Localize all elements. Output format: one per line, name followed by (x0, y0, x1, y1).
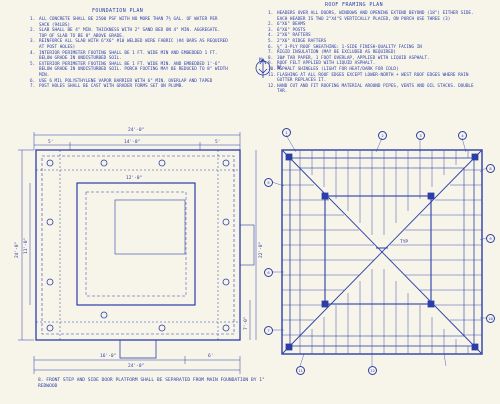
dim-left-overall: 24'-0" (15, 241, 20, 258)
note-text: ⅝" 3-PLY ROOF SHEATHING: 1-SIDE FINISH-Q… (277, 44, 422, 50)
note-text: SLAB SHALL BE 4" MIN. THICKNESS WITH 2" … (39, 28, 221, 39)
callout-bubble: 2 (378, 131, 387, 140)
roof-framing-plan (271, 134, 487, 367)
note-text: ALL CONCRETE SHALL BE 2500 PSF WITH NO M… (39, 17, 218, 28)
callout-bubble: 8 (486, 164, 495, 173)
note-text: REINFORCE ALL SLAB WITH 6"X6" #10 WELDED… (39, 39, 228, 50)
note-number: 4. (268, 33, 274, 39)
note-item: 10.ASPHALT SHINGLES (LIGHT FOR HEAT/DARK… (268, 67, 476, 73)
dim-top-mid: 14'-0" (124, 140, 141, 145)
dim-top-overall: 24'-0" (128, 128, 145, 133)
note-number: 1. (30, 17, 36, 22)
callout-bubble: 4 (458, 131, 467, 140)
callout-bubble: 12 (368, 366, 377, 375)
note-item: 5.2"X6" RIDGE RAFTERS (268, 39, 476, 45)
note-text: ROOF FELT APPLIED WITH LIQUID ASPHALT. (277, 61, 376, 67)
note-text: FLASHING AT ALL ROOF EDGES EXCEPT LOWER-… (277, 72, 469, 84)
callout-bubble: 11 (296, 366, 305, 375)
note-number: 3. (268, 27, 274, 33)
note-number: 8. (268, 55, 274, 61)
note-number: 2. (30, 28, 36, 34)
callout-bubble: 1 (282, 128, 291, 137)
note-number: 11. (268, 72, 276, 78)
callout-bubble: 6 (264, 268, 273, 277)
dim-bottom-right: 6' (208, 354, 214, 359)
note-text: 2"X6" RIDGE RAFTERS (277, 38, 327, 44)
note-text: POST HOLES SHALL BE CAST WITH GRADER FOR… (39, 84, 184, 90)
dim-right-overall: 22'-0" (259, 241, 264, 258)
note-number: 6. (268, 44, 274, 50)
dim-bottom-inner: 16'-0" (100, 354, 117, 359)
roof-framing-plan-title: ROOF FRAMING PLAN (325, 2, 383, 8)
note-number: 12. (268, 83, 276, 89)
note-item: 4.INTERIOR PERIMETER FOOTING SHALL BE 1 … (30, 51, 230, 62)
note-text: RIGID INSULATION (MAY BE EXCLUDED AS REQ… (277, 50, 396, 56)
note-item: 7.POST HOLES SHALL BE CAST WITH GRADER F… (30, 84, 230, 90)
note-number: 5. (268, 38, 274, 44)
note-item: 2.SLAB SHALL BE 4" MIN. THICKNESS WITH 2… (30, 28, 230, 39)
note-item: 4.2"X6" RAFTERS (268, 33, 476, 39)
foundation-notes-list: 1.ALL CONCRETE SHALL BE 2500 PSF WITH NO… (30, 17, 230, 90)
note-number: 5. (30, 61, 36, 67)
note-text: USE 6 MIL POLYETHYLENE VAPOR BARRIER WIT… (39, 78, 213, 84)
note-text: 2"X6" RAFTERS (277, 33, 311, 39)
note-text: 30# TAR PAPER, 1 FOOT OVERLAP, APPLIED W… (277, 55, 430, 61)
note-number: 4. (30, 50, 36, 56)
note-item: 6.USE 6 MIL POLYETHYLENE VAPOR BARRIER W… (30, 79, 230, 85)
foundation-plan-title: FOUNDATION PLAN (92, 8, 144, 14)
callout-bubble: 7 (264, 326, 273, 335)
north-arrow-side-label: W (277, 64, 281, 71)
note-item: 2.6"X6" BEAMS (268, 22, 476, 28)
note-item: 1.ALL CONCRETE SHALL BE 2500 PSF WITH NO… (30, 17, 230, 28)
note-text: HAND CUT AND FIT ROOFING MATERIAL AROUND… (277, 83, 474, 95)
note-item: 11.FLASHING AT ALL ROOF EDGES EXCEPT LOW… (268, 73, 476, 84)
note-text: 6"X6" POSTS (277, 27, 306, 33)
roof-typ-label: TYP (400, 240, 409, 245)
note-text: INTERIOR PERIMETER FOOTING SHALL BE 1 FT… (39, 50, 218, 62)
dim-top-left: 5' (48, 140, 54, 145)
callout-bubble: 3 (416, 131, 425, 140)
north-arrow-icon (255, 58, 271, 78)
roof-notes-list: 1.HEADERS OVER ALL DOORS, WINDOWS AND OP… (268, 11, 476, 95)
callout-bubble: 5 (264, 178, 273, 187)
note-item: 8.30# TAR PAPER, 1 FOOT OVERLAP, APPLIED… (268, 56, 476, 62)
note-number: 3. (30, 39, 36, 45)
note-item: 3.REINFORCE ALL SLAB WITH 6"X6" #10 WELD… (30, 39, 230, 50)
foundation-footnote: 8. FRONT STEP AND SIDE DOOR PLATFORM SHA… (38, 378, 265, 389)
note-number: 10. (268, 66, 276, 72)
note-number: 7. (30, 84, 36, 90)
foundation-plan (18, 132, 257, 374)
note-text: HEADERS OVER ALL DOORS, WINDOWS AND OPEN… (277, 11, 474, 22)
dim-top-right: 5' (215, 140, 221, 145)
note-item: 7.RIGID INSULATION (MAY BE EXCLUDED AS R… (268, 50, 476, 56)
note-item: 9.ROOF FELT APPLIED WITH LIQUID ASPHALT. (268, 61, 476, 67)
north-arrow-label: N (259, 57, 263, 64)
note-item: 5.EXTERIOR PERIMETER FOOTING SHALL BE 1 … (30, 62, 230, 79)
note-number: 7. (268, 50, 274, 56)
note-item: 6.⅝" 3-PLY ROOF SHEATHING: 1-SIDE FINISH… (268, 45, 476, 51)
callout-bubble: 10 (486, 314, 495, 323)
note-item: 12.HAND CUT AND FIT ROOFING MATERIAL ARO… (268, 84, 476, 95)
note-number: 2. (268, 22, 274, 28)
note-text: 6"X6" BEAMS (277, 22, 306, 28)
note-text: EXTERIOR PERIMETER FOOTING SHALL BE 1 FT… (39, 61, 228, 78)
dim-left-segment: 11'-0" (24, 237, 29, 254)
callout-bubble: 9 (486, 234, 495, 243)
note-item: 3.6"X6" POSTS (268, 28, 476, 34)
note-text: ASPHALT SHINGLES (LIGHT FOR HEAT/DARK FO… (277, 66, 399, 72)
dim-bottom-overall: 24'-0" (128, 364, 145, 369)
note-number: 6. (30, 78, 36, 84)
note-number: 9. (268, 61, 274, 67)
dim-inner-top: 12'-0" (126, 176, 143, 181)
dim-right-segment: 7'-0" (244, 316, 249, 330)
note-number: 1. (268, 11, 274, 16)
note-item: 1.HEADERS OVER ALL DOORS, WINDOWS AND OP… (268, 11, 476, 22)
